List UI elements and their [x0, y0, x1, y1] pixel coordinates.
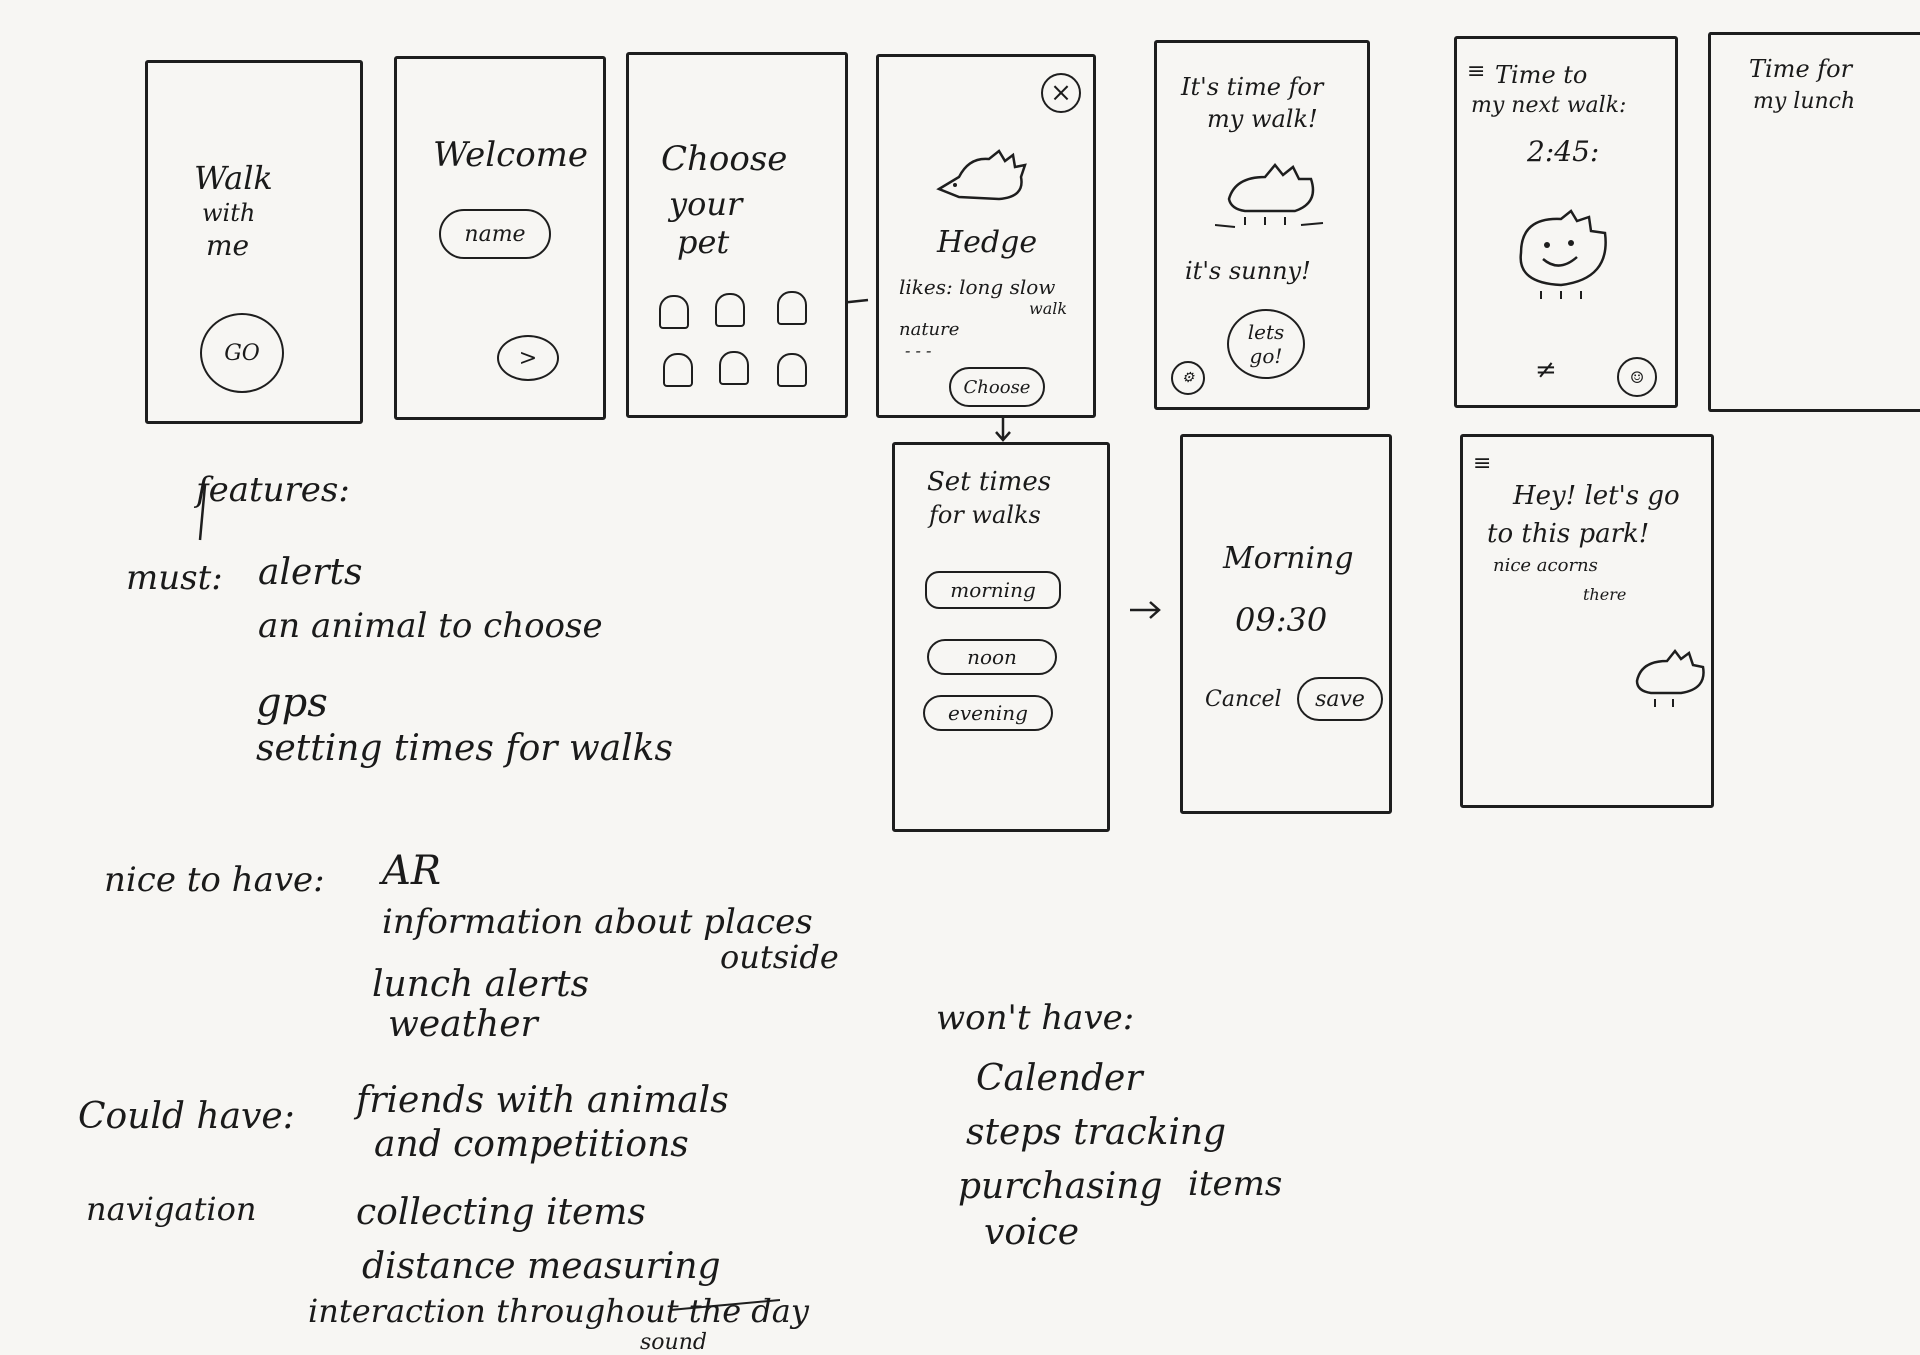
choose-title-line-3: pet: [677, 223, 730, 261]
screen-pet-detail: × Hedge likes: long slow walk nature - -…: [876, 54, 1096, 418]
screen-next-walk: ≡ Time to my next walk: 2:45: ≠ ☺: [1454, 36, 1678, 408]
pet-likes-3: nature: [899, 319, 960, 340]
park-title-1: Hey! let's go: [1513, 481, 1680, 511]
nice-item: outside: [720, 938, 839, 976]
arrow-right: [1130, 601, 1161, 619]
must-label: must:: [126, 558, 223, 598]
screen-morning-time: Morning 09:30 Cancel save: [1180, 434, 1392, 814]
hedgehog-icon: [936, 149, 1027, 201]
pet-slot[interactable]: [715, 293, 745, 327]
park-title-2: to this park!: [1487, 519, 1650, 549]
settings-icon[interactable]: ⚙: [1171, 361, 1205, 395]
pet-slot[interactable]: [777, 353, 807, 387]
pet-slot[interactable]: [719, 351, 749, 385]
hedgehog-face-icon: [1519, 209, 1607, 299]
must-item: alerts: [258, 552, 363, 593]
pet-slot[interactable]: [659, 295, 689, 329]
screen-set-times: Set times for walks morning noon evening: [892, 442, 1110, 832]
could-item: sound: [640, 1330, 707, 1355]
alert-title-line-1: It's time for: [1181, 73, 1324, 101]
nice-item: AR: [382, 848, 442, 894]
next-walk-title-2: my next walk:: [1471, 93, 1627, 118]
nice-item: information about places: [382, 902, 813, 942]
hedgehog-icon: [1635, 648, 1705, 707]
pet-likes-4: - - -: [905, 341, 932, 360]
screen-choose-pet: Choose your pet: [626, 52, 848, 418]
nice-item: weather: [388, 1004, 538, 1045]
next-walk-title-1: Time to: [1495, 61, 1588, 89]
nice-label: nice to have:: [104, 860, 325, 900]
lets-go-label-2: go!: [1249, 344, 1283, 368]
screen-park-map: ≡ Hey! let's go to this park! nice acorn…: [1460, 434, 1714, 808]
name-input[interactable]: name: [439, 209, 551, 259]
lunch-title-1: Time for: [1749, 55, 1853, 83]
set-times-title-2: for walks: [929, 501, 1041, 529]
app-title-line-3: me: [206, 229, 250, 262]
next-button[interactable]: >: [497, 335, 559, 381]
wont-item: items: [1188, 1164, 1283, 1204]
pet-slot[interactable]: [663, 353, 693, 387]
pet-slot[interactable]: [777, 291, 807, 325]
wont-item: voice: [984, 1212, 1079, 1253]
menu-icon[interactable]: ≡: [1467, 59, 1486, 84]
lets-go-label-1: lets: [1247, 320, 1285, 344]
must-item: gps: [256, 680, 328, 726]
pet-likes-2: walk: [1029, 299, 1068, 318]
next-walk-countdown: 2:45:: [1527, 135, 1600, 168]
menu-icon[interactable]: ≡: [1473, 451, 1492, 476]
could-item: and competitions: [374, 1124, 689, 1165]
go-button[interactable]: GO: [200, 313, 284, 393]
features-heading: features:: [196, 470, 350, 510]
time-value[interactable]: 09:30: [1235, 601, 1328, 639]
nice-item: lunch alerts: [372, 964, 590, 1005]
could-item: interaction throughout the day: [308, 1292, 809, 1330]
screen-splash: Walk with me GO: [145, 60, 363, 424]
option-evening[interactable]: evening: [923, 695, 1053, 731]
could-item: friends with animals: [356, 1080, 729, 1121]
park-note-2: there: [1583, 585, 1627, 604]
cancel-button[interactable]: Cancel: [1205, 687, 1282, 712]
app-title-line-2: with: [202, 199, 256, 227]
pet-likes: likes: long slow: [899, 275, 1056, 299]
could-item: collecting items: [356, 1192, 646, 1233]
profile-icon[interactable]: ☺: [1617, 357, 1657, 397]
wont-item: purchasing: [958, 1166, 1163, 1207]
lets-go-button[interactable]: lets go!: [1227, 309, 1305, 379]
screen-walk-alert: It's time for my walk! it's sunny! lets …: [1154, 40, 1370, 410]
choose-title-line-2: your: [669, 185, 743, 223]
no-walk-icon[interactable]: ≠: [1535, 355, 1557, 385]
must-item: setting times for walks: [256, 728, 673, 769]
screen-welcome: Welcome name >: [394, 56, 606, 420]
must-item: an animal to choose: [258, 606, 603, 646]
navigation-label: navigation: [86, 1190, 257, 1228]
could-item: distance measuring: [362, 1246, 721, 1287]
save-button[interactable]: save: [1297, 677, 1383, 721]
wont-item: Calender: [976, 1058, 1143, 1099]
weather-text: it's sunny!: [1185, 257, 1311, 285]
welcome-title: Welcome: [433, 135, 589, 175]
wont-label: won't have:: [936, 998, 1135, 1038]
pet-name: Hedge: [937, 225, 1038, 260]
wont-item: steps tracking: [966, 1112, 1227, 1153]
park-note-1: nice acorns: [1493, 555, 1598, 576]
screen-lunch: Time for my lunch: [1708, 32, 1920, 412]
alert-title-line-2: my walk!: [1207, 105, 1318, 133]
choose-button[interactable]: Choose: [949, 367, 1045, 407]
hedgehog-icon: [1215, 163, 1324, 228]
arrow-down: [995, 418, 1011, 442]
choose-title-line-1: Choose: [661, 139, 788, 179]
set-times-title-1: Set times: [927, 467, 1052, 497]
close-button[interactable]: ×: [1041, 73, 1081, 113]
app-title-line-1: Walk: [194, 159, 273, 197]
could-label: Could have:: [78, 1096, 295, 1137]
lunch-title-2: my lunch: [1753, 89, 1856, 114]
time-label: Morning: [1223, 541, 1354, 576]
option-noon[interactable]: noon: [927, 639, 1057, 675]
option-morning[interactable]: morning: [925, 571, 1061, 609]
